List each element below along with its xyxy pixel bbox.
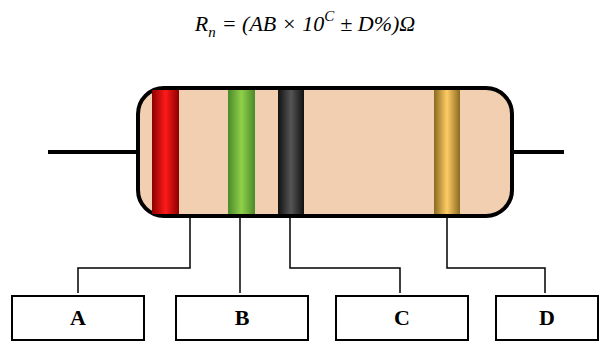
black-band — [278, 90, 304, 214]
formula-part: R — [195, 11, 208, 36]
box-letter: D — [539, 305, 555, 331]
box-letter: B — [235, 305, 250, 331]
red-band — [152, 90, 179, 214]
resistor-body — [138, 88, 512, 216]
formula-part: C — [324, 8, 334, 24]
box-letter: A — [70, 305, 86, 331]
gold-band — [434, 90, 460, 214]
green-band — [228, 90, 255, 214]
label-box: C — [335, 295, 469, 341]
leader-lines — [78, 216, 545, 293]
formula-part: = (AB × 10 — [222, 11, 324, 36]
label-box: B — [175, 295, 309, 341]
formula-part: ± D%)Ω — [340, 11, 415, 36]
box-letter: C — [394, 305, 410, 331]
resistance-formula: Rn = (AB × 10C ± D%)Ω — [0, 8, 610, 41]
formula-part: n — [208, 24, 216, 40]
label-box: D — [495, 295, 599, 341]
label-box: A — [11, 295, 145, 341]
